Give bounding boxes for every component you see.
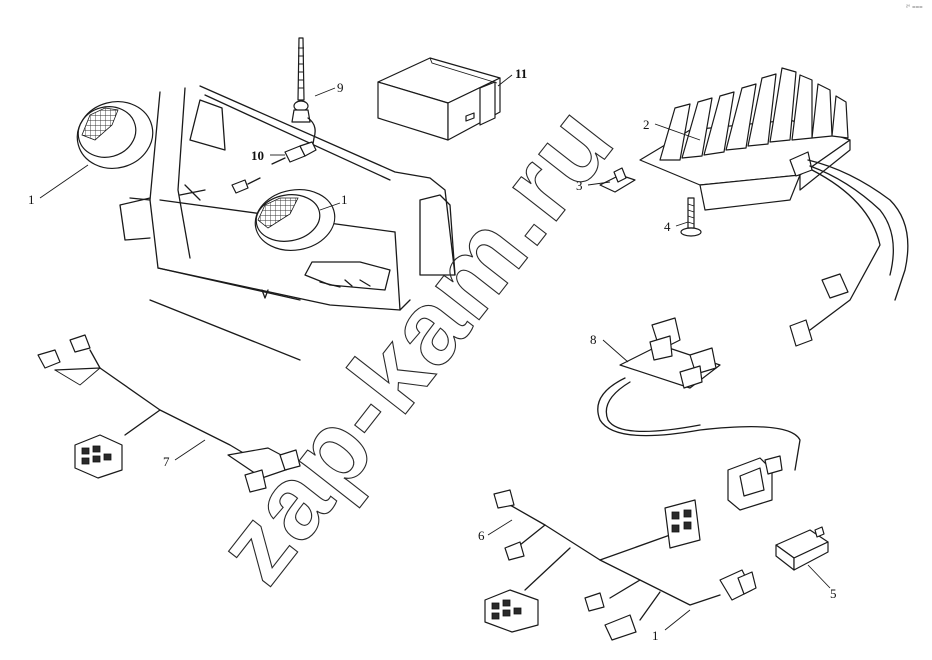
callout-1-center-headlight: 1	[341, 192, 348, 207]
callout-10-connector: 10	[251, 148, 264, 163]
bracket-3	[599, 167, 636, 193]
callout-4-screw: 4	[664, 219, 671, 234]
callout-3-bracket: 3	[576, 178, 583, 193]
leader-lines	[39, 74, 831, 631]
headlight-center	[254, 189, 336, 251]
screw-4	[680, 197, 702, 237]
harness-6	[484, 489, 757, 641]
corner-mark: ²° ===	[906, 5, 923, 11]
callout-8-switch-assembly: 8	[590, 332, 597, 347]
switch-5	[775, 526, 829, 571]
antenna	[291, 37, 316, 151]
switch-assembly-8	[597, 317, 801, 511]
callout-1-left-headlight: 1	[28, 192, 35, 207]
callout-9-antenna: 9	[337, 80, 344, 95]
radio-unit	[377, 57, 501, 141]
voltage-regulator	[639, 67, 909, 347]
callout-5-switch: 5	[830, 586, 837, 601]
callout-2-regulator: 2	[643, 117, 650, 132]
headlight-left	[76, 101, 154, 169]
callout-7-harness: 7	[163, 454, 170, 469]
callout-11-radio: 11	[515, 66, 527, 81]
callout-6-harness: 6	[478, 528, 485, 543]
connector-10	[231, 141, 317, 194]
callout-1-lower-harness: 1	[652, 628, 659, 643]
harness-7	[37, 334, 301, 493]
